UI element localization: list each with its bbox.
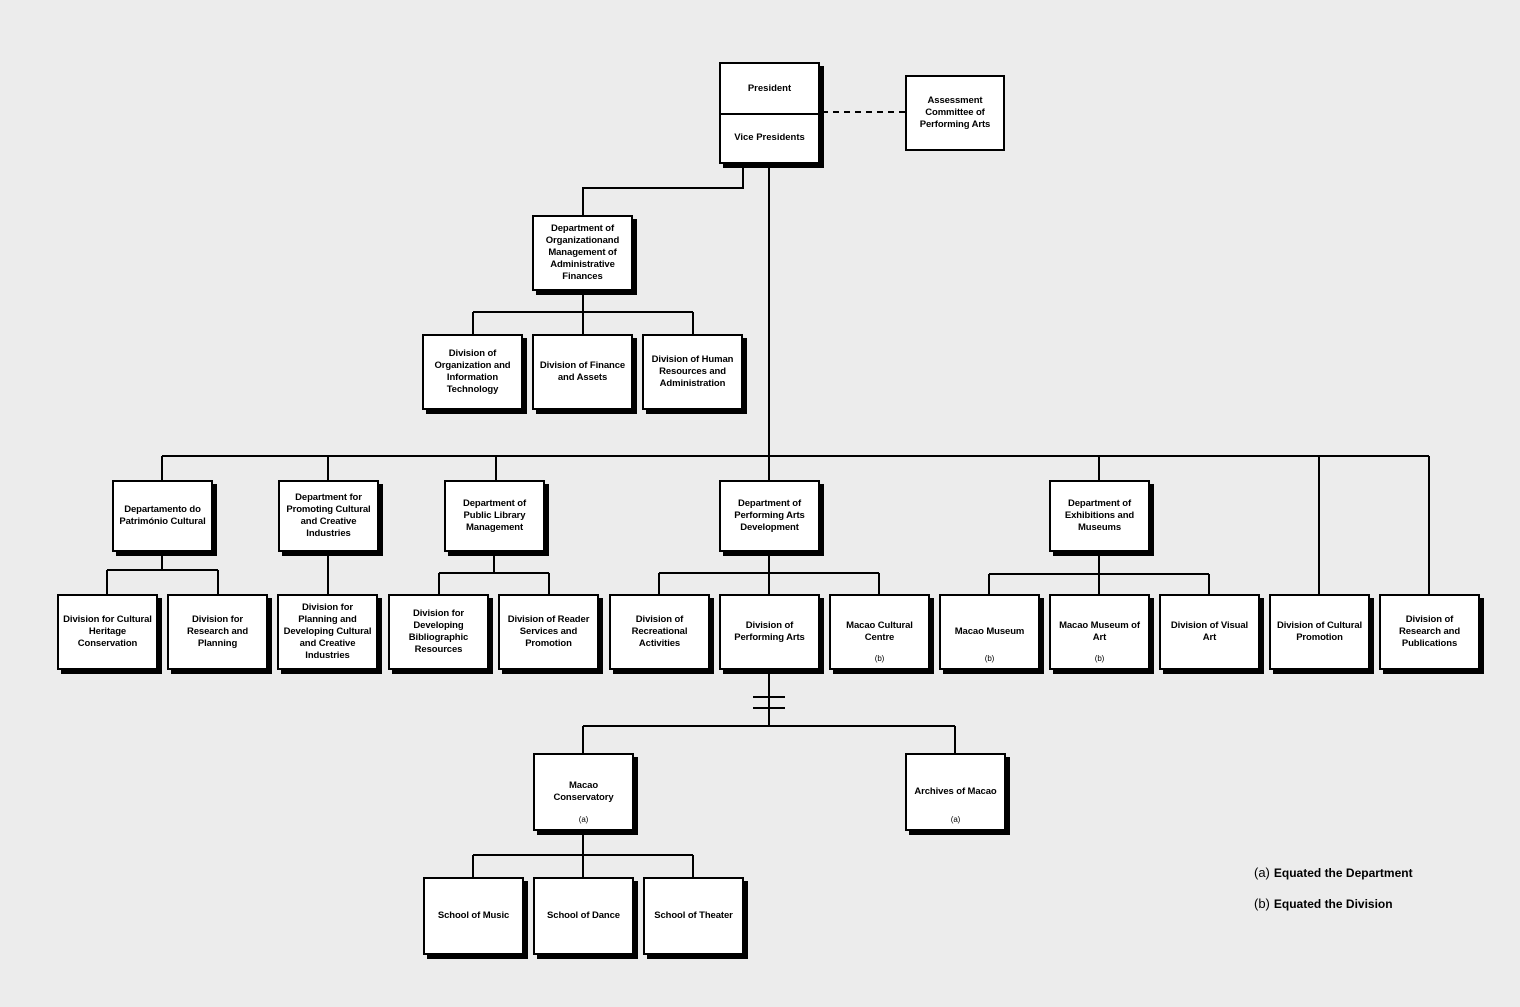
school-label: School of Music bbox=[437, 910, 510, 921]
school-box: School of Theater bbox=[643, 877, 744, 955]
division-box: Division for Cultural Heritage Conservat… bbox=[57, 594, 158, 670]
division-label: Macao Museum of Art bbox=[1059, 620, 1140, 643]
division-label: Macao Museum bbox=[954, 626, 1025, 637]
connector-bottom bbox=[582, 669, 956, 754]
admin-division-label: Division of Finance and Assets bbox=[539, 360, 626, 383]
archives-label: Archives of Macao bbox=[914, 786, 997, 797]
conservatory-note: (a) bbox=[578, 815, 589, 824]
assessment-committee-box: Assessment Committee of Performing Arts bbox=[905, 75, 1005, 151]
admin-department-label: Department of Organizationand Management… bbox=[545, 223, 620, 282]
vice-presidents-label: Vice Presidents bbox=[734, 132, 805, 143]
admin-division-label: Division of Organization and Information… bbox=[434, 348, 511, 395]
admin-division-box: Division of Organization and Information… bbox=[422, 334, 523, 410]
department-box: Department of Public Library Management bbox=[444, 480, 545, 552]
legend-item: (a)Equated the Department bbox=[1254, 865, 1413, 880]
legend-item: (b)Equated the Division bbox=[1254, 896, 1393, 911]
admin-division-label: Division of Human Resources and Administ… bbox=[651, 354, 734, 389]
department-label: Department of Exhibitions and Museums bbox=[1064, 498, 1135, 533]
school-box: School of Music bbox=[423, 877, 524, 955]
division-label: Division for Developing Bibliographic Re… bbox=[408, 608, 469, 655]
connector-admin-divisions bbox=[472, 292, 694, 335]
division-label: Division of Cultural Promotion bbox=[1276, 620, 1363, 643]
school-box: School of Dance bbox=[533, 877, 634, 955]
division-box: Division of Recreational Activities bbox=[609, 594, 710, 670]
department-box: Departamento do Património Cultural bbox=[112, 480, 213, 552]
legend-text: Equated the Department bbox=[1273, 866, 1413, 880]
legend-text: Equated the Division bbox=[1273, 897, 1393, 911]
president-label: President bbox=[721, 64, 818, 115]
division-box: Division of Visual Art bbox=[1159, 594, 1260, 670]
archives-note: (a) bbox=[950, 815, 961, 824]
division-box: Division of Cultural Promotion bbox=[1269, 594, 1370, 670]
division-box: Macao Museum of Art (b) bbox=[1049, 594, 1150, 670]
division-note: (b) bbox=[984, 654, 995, 663]
division-box: Division of Reader Services and Promotio… bbox=[498, 594, 599, 670]
assessment-committee-label: Assessment Committee of Performing Arts bbox=[919, 95, 991, 130]
department-box: Department of Exhibitions and Museums bbox=[1049, 480, 1150, 552]
division-note: (b) bbox=[1094, 654, 1105, 663]
admin-department-box: Department of Organizationand Management… bbox=[532, 215, 633, 291]
department-label: Department of Public Library Management bbox=[462, 498, 527, 533]
legend-mark: (a) bbox=[1254, 865, 1270, 880]
division-box: Macao Museum (b) bbox=[939, 594, 1040, 670]
division-label: Macao Cultural Centre bbox=[846, 620, 913, 643]
admin-division-box: Division of Human Resources and Administ… bbox=[642, 334, 743, 410]
department-box: Department of Performing Arts Developmen… bbox=[719, 480, 820, 552]
president-box: President Vice Presidents bbox=[719, 62, 820, 164]
division-box: Division of Performing Arts bbox=[719, 594, 820, 670]
legend-mark: (b) bbox=[1254, 896, 1270, 911]
division-box: Division for Research and Planning bbox=[167, 594, 268, 670]
division-label: Division of Performing Arts bbox=[734, 620, 805, 643]
division-label: Division for Research and Planning bbox=[186, 614, 249, 649]
department-label: Department of Performing Arts Developmen… bbox=[734, 498, 805, 533]
department-label: Departamento do Património Cultural bbox=[119, 504, 206, 527]
division-box: Division for Developing Bibliographic Re… bbox=[388, 594, 489, 670]
division-label: Division of Visual Art bbox=[1170, 620, 1249, 643]
division-label: Division for Cultural Heritage Conservat… bbox=[63, 614, 152, 649]
division-label: Division for Planning and Developing Cul… bbox=[283, 602, 372, 661]
department-box: Department for Promoting Cultural and Cr… bbox=[278, 480, 379, 552]
division-box: Division for Planning and Developing Cul… bbox=[277, 594, 378, 670]
division-note: (b) bbox=[874, 654, 885, 663]
division-box: Division of Research and Publications bbox=[1379, 594, 1480, 670]
division-box: Macao Cultural Centre (b) bbox=[829, 594, 930, 670]
school-label: School of Dance bbox=[547, 910, 620, 921]
archives-box: Archives of Macao (a) bbox=[905, 753, 1006, 831]
conservatory-label: Macao Conservatory bbox=[553, 780, 614, 803]
department-label: Department for Promoting Cultural and Cr… bbox=[286, 492, 371, 539]
connector-admin bbox=[582, 165, 744, 216]
school-label: School of Theater bbox=[654, 910, 733, 921]
division-label: Division of Reader Services and Promotio… bbox=[507, 614, 590, 649]
division-label: Division of Research and Publications bbox=[1398, 614, 1461, 649]
conservatory-box: Macao Conservatory (a) bbox=[533, 753, 634, 831]
division-label: Division of Recreational Activities bbox=[631, 614, 688, 649]
admin-division-box: Division of Finance and Assets bbox=[532, 334, 633, 410]
